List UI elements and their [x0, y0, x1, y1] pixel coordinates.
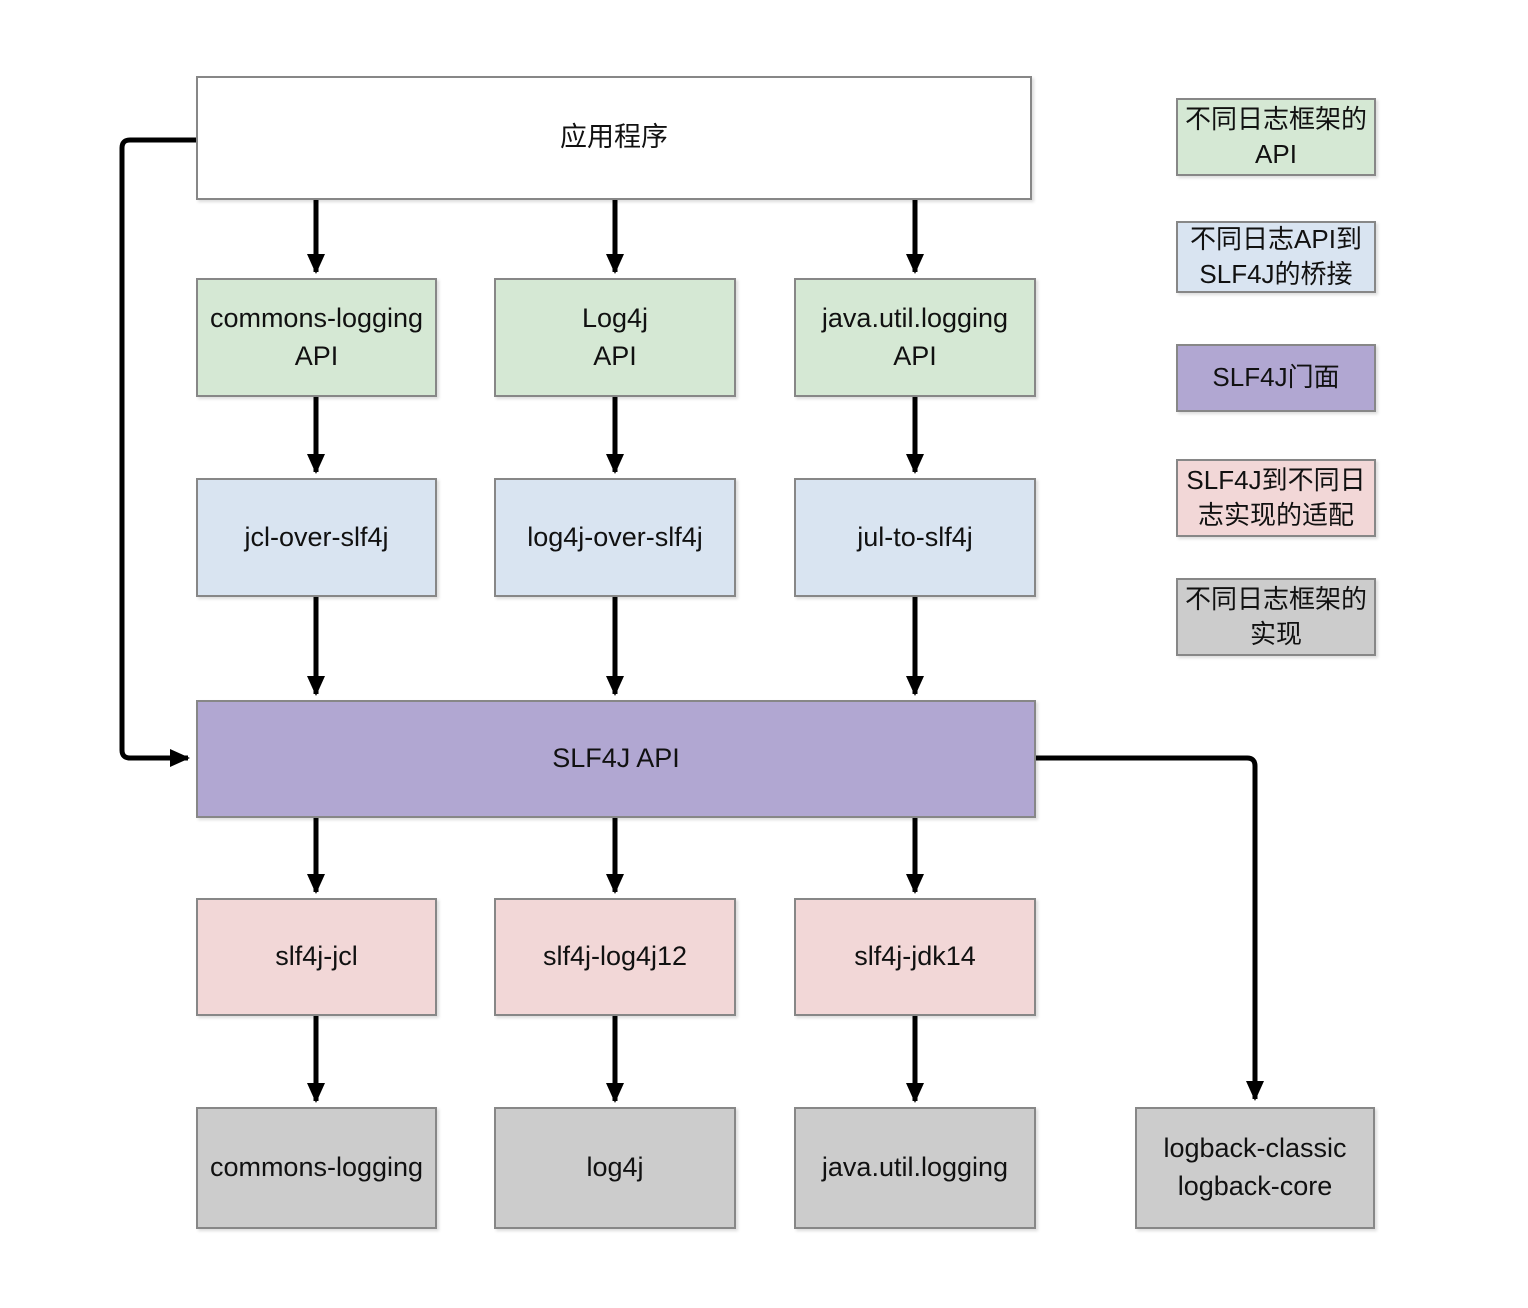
legend-item-facade-label: SLF4J门面: [1212, 362, 1340, 393]
bridge-node-jcl-over-slf4j: jcl-over-slf4j: [196, 478, 437, 597]
legend-item-api: 不同日志框架的 API: [1176, 98, 1376, 176]
facade-node-slf4j-api-label: SLF4J API: [552, 743, 680, 774]
impl-node-java-util-logging: java.util.logging: [794, 1107, 1036, 1229]
api-node-log4j-label: Log4j API: [581, 302, 649, 371]
impl-node-commons-logging-label: commons-logging: [209, 1152, 424, 1183]
arrow-slf4j-to-logback-elbow: [1036, 755, 1264, 1101]
bridge-node-jcl-over-slf4j-label: jcl-over-slf4j: [244, 521, 389, 552]
legend-item-impl: 不同日志框架的 实现: [1176, 578, 1376, 656]
bridge-node-log4j-over-slf4j-label: log4j-over-slf4j: [527, 521, 703, 552]
app-node: 应用程序: [196, 76, 1032, 200]
bridge-node-jul-to-slf4j-label: jul-to-slf4j: [857, 521, 973, 552]
api-node-commons-logging: commons-logging API: [196, 278, 437, 397]
adapter-node-slf4j-log4j12-label: slf4j-log4j12: [542, 941, 688, 972]
api-node-log4j: Log4j API: [494, 278, 736, 397]
arrow-app-to-slf4j-elbow: [119, 137, 196, 767]
legend-item-api-label: 不同日志框架的 API: [1184, 103, 1367, 169]
api-node-commons-logging-label: commons-logging API: [209, 302, 424, 371]
impl-node-logback-label: logback-classic logback-core: [1163, 1133, 1347, 1201]
legend-item-impl-label: 不同日志框架的 实现: [1184, 583, 1367, 649]
impl-node-commons-logging: commons-logging: [196, 1107, 437, 1229]
legend-item-bridge-label: 不同日志API到 SLF4J的桥接: [1190, 223, 1362, 289]
api-node-java-util-logging: java.util.logging API: [794, 278, 1036, 397]
legend-item-bridge: 不同日志API到 SLF4J的桥接: [1176, 221, 1376, 293]
adapter-node-slf4j-log4j12: slf4j-log4j12: [494, 898, 736, 1016]
legend-item-adapter-label: SLF4J到不同日 志实现的适配: [1186, 464, 1366, 530]
app-node-label: 应用程序: [560, 122, 668, 153]
facade-node-slf4j-api: SLF4J API: [196, 700, 1036, 818]
impl-node-log4j-label: log4j: [586, 1152, 644, 1183]
legend-item-facade: SLF4J门面: [1176, 344, 1376, 412]
impl-node-logback: logback-classic logback-core: [1135, 1107, 1375, 1229]
adapter-node-slf4j-jdk14: slf4j-jdk14: [794, 898, 1036, 1016]
bridge-node-jul-to-slf4j: jul-to-slf4j: [794, 478, 1036, 597]
impl-node-java-util-logging-label: java.util.logging: [821, 1152, 1009, 1183]
adapter-node-slf4j-jcl: slf4j-jcl: [196, 898, 437, 1016]
api-node-java-util-logging-label: java.util.logging API: [821, 302, 1009, 371]
adapter-node-slf4j-jdk14-label: slf4j-jdk14: [854, 941, 976, 972]
adapter-node-slf4j-jcl-label: slf4j-jcl: [275, 941, 358, 972]
bridge-node-log4j-over-slf4j: log4j-over-slf4j: [494, 478, 736, 597]
legend-item-adapter: SLF4J到不同日 志实现的适配: [1176, 459, 1376, 537]
impl-node-log4j: log4j: [494, 1107, 736, 1229]
